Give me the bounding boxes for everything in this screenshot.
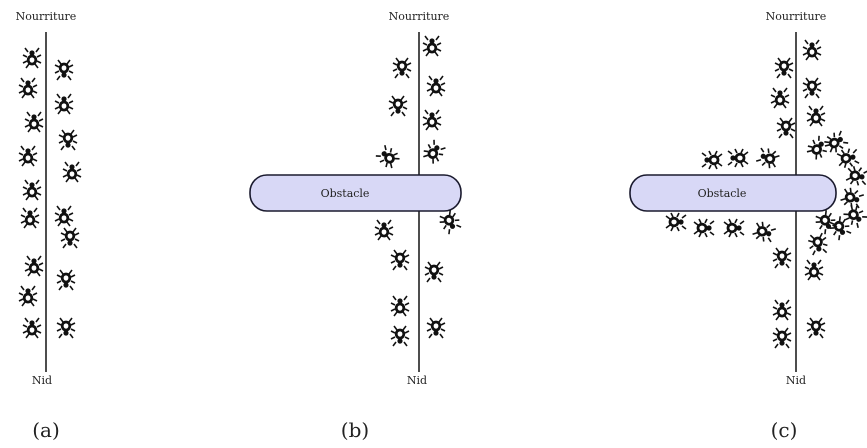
food-label: Nourriture [766,10,827,23]
ant-icon [22,317,42,339]
ant-icon [392,57,412,79]
ant-icon [750,219,778,245]
ant-icon [806,105,826,127]
ant-icon [844,164,867,188]
ant-icon [803,133,833,163]
ant-icon [24,255,44,277]
ant-icon [54,93,74,115]
ant-icon [56,269,76,291]
obstacle [629,174,837,212]
nest-label: Nid [786,374,806,387]
ant-icon [420,137,448,167]
panel-a: Nourriture Nid (a) [16,10,82,442]
panel-caption: (a) [32,418,60,442]
ant-icon [424,261,444,283]
panel-b: Obstacle Nourriture Nid (b) [249,10,464,442]
ant-icon [727,148,749,168]
nest-label: Nid [407,374,427,387]
ant-icon [390,295,410,317]
ant-icon [693,218,715,238]
ant-icon [54,205,74,227]
ant-icon [802,77,822,99]
ant-icon [18,77,38,99]
ant-icon [806,231,830,257]
ant-icon [804,259,824,281]
ant-icon [723,218,745,238]
ant-icon [390,325,410,347]
food-label: Nourriture [16,10,77,23]
ant-icon [812,208,840,236]
ant-icon [54,59,74,81]
ant-icon [436,208,464,236]
ant-icon [426,75,446,97]
ant-icon [772,327,792,349]
ant-icon [373,142,403,172]
ant-icon [754,145,782,171]
ant-icon [835,146,861,170]
ant-icon [770,87,790,109]
ant-icon [422,109,442,131]
ant-icon [18,285,38,307]
ant-icon [388,95,408,117]
ant-icon [426,317,446,339]
obstacle [249,174,462,212]
ant-icon [24,111,44,133]
ant-icon [60,227,80,249]
ant-icon [776,117,796,139]
panel-caption: (c) [771,418,798,442]
ant-icon [422,35,442,57]
ant-icon [390,249,410,271]
ant-icon [802,39,822,61]
ant-icon [806,317,826,339]
ant-icons [18,47,82,339]
ant-icon [374,219,394,241]
ant-icon [22,179,42,201]
ant-icon [701,150,723,170]
obstacle-label: Obstacle [321,187,370,200]
ant-icon [22,47,42,69]
ant-icon [56,317,76,339]
obstacle-label: Obstacle [698,187,747,200]
nest-label: Nid [32,374,52,387]
ant-icon [774,57,794,79]
ant-icon [772,299,792,321]
ant-icon [62,161,82,183]
panel-c: Obstacle Nourriture Nid (c) [629,10,867,442]
food-label: Nourriture [389,10,450,23]
ant-icon [58,129,78,151]
ant-icon [665,212,687,232]
ant-icon [772,247,792,269]
panel-caption: (b) [341,418,369,442]
ant-icon [18,145,38,167]
ant-icon [20,207,40,229]
ant-icon [840,201,867,231]
